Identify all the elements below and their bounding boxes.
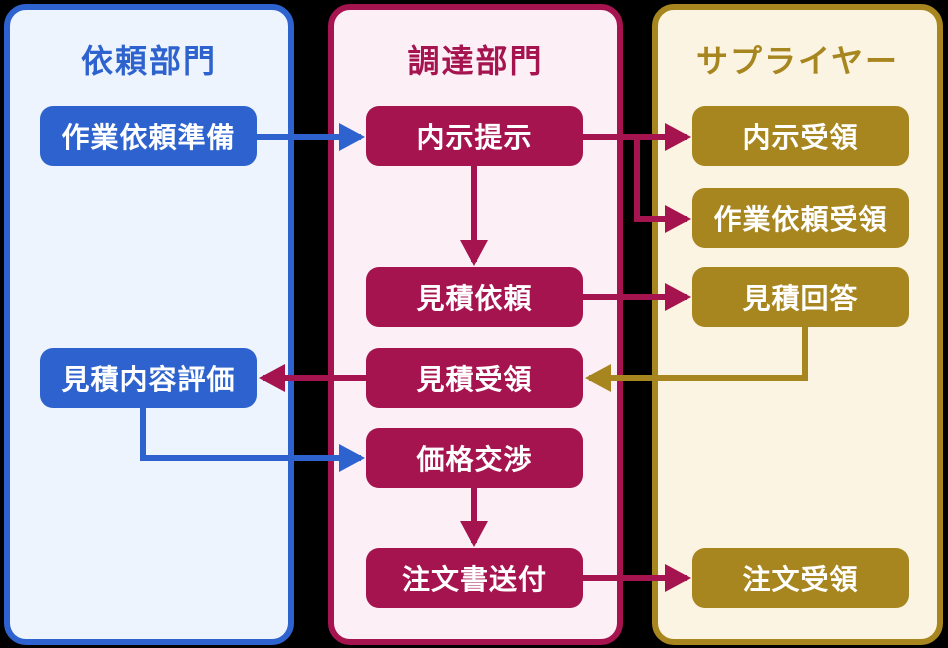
node-purchase-order-sending: 注文書送付 [366,548,583,608]
node-quote-reply: 見積回答 [692,267,909,327]
node-quote-receipt: 見積受領 [366,348,583,408]
node-quote-content-evaluation: 見積内容評価 [40,348,257,408]
node-order-receipt: 注文受領 [692,548,909,608]
lane-supplier-title: サプライヤー [695,43,900,79]
lane-procurement-title: 調達部門 [407,43,544,79]
node-informal-notice-presentation: 内示提示 [366,106,583,166]
node-price-negotiation: 価格交渉 [366,428,583,488]
lane-requester: 依頼部門 [4,4,294,645]
lane-requester-title: 依頼部門 [80,43,217,79]
node-quote-request: 見積依頼 [366,267,583,327]
node-work-request-receipt: 作業依頼受領 [692,188,909,248]
node-work-request-preparation: 作業依頼準備 [40,106,257,166]
node-informal-notice-receipt: 内示受領 [692,106,909,166]
